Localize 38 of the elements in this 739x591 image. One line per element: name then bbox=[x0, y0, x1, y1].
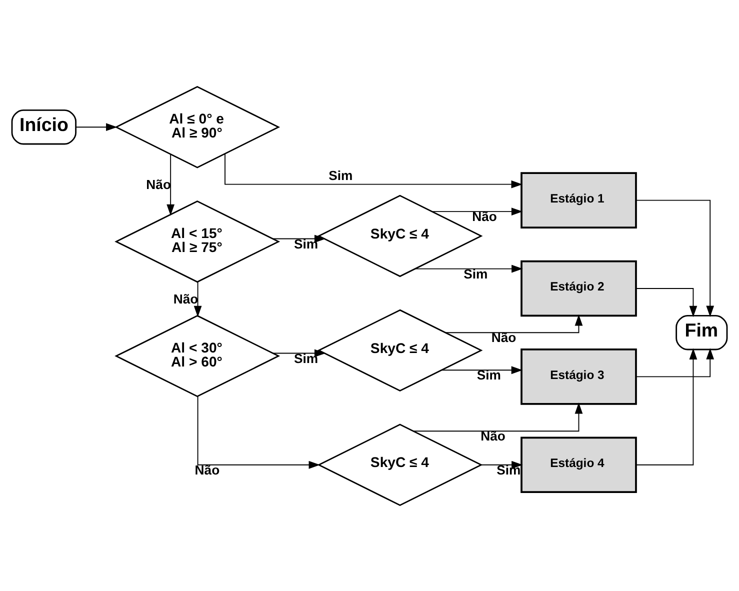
edge-label: Não bbox=[194, 462, 220, 477]
arrow bbox=[480, 460, 523, 468]
edge-label: Não bbox=[480, 428, 506, 444]
node-diamond: Al ≤ 0° e Al ≥ 90° bbox=[114, 85, 280, 168]
arrow bbox=[194, 280, 202, 317]
edge-label: Sim bbox=[294, 236, 318, 251]
edge-label: Sim bbox=[464, 266, 488, 281]
arrow bbox=[441, 366, 523, 374]
edge-label: Não bbox=[472, 208, 497, 224]
arrow bbox=[445, 314, 583, 333]
node-diamond: SkyC ≤ 4 bbox=[317, 423, 483, 506]
node-box: Estágio 2 bbox=[520, 260, 637, 316]
node-diamond: Al < 15° Al ≥ 75° bbox=[114, 200, 280, 282]
node-box: Estágio 3 bbox=[520, 348, 637, 404]
arrow bbox=[636, 348, 714, 377]
arrow bbox=[272, 234, 326, 242]
node-diamond: Al < 30° Al > 60° bbox=[114, 314, 280, 397]
node-box: Estágio 1 bbox=[520, 172, 637, 228]
edge-label: Sim bbox=[294, 350, 318, 366]
node-box: Fim bbox=[676, 314, 728, 350]
edge-label: Não bbox=[173, 291, 198, 306]
edge-label: Sim bbox=[328, 167, 353, 182]
arrow bbox=[636, 348, 698, 465]
arrow bbox=[166, 153, 175, 216]
edge-label: Não bbox=[491, 330, 516, 345]
arrow bbox=[636, 288, 698, 317]
arrow bbox=[197, 395, 320, 468]
node-box: Início bbox=[11, 109, 76, 144]
arrow bbox=[272, 348, 326, 357]
arrow bbox=[224, 152, 523, 188]
arrow bbox=[412, 402, 583, 432]
arrow bbox=[414, 264, 523, 272]
arrow bbox=[76, 122, 118, 131]
arrow bbox=[636, 199, 714, 316]
arrow bbox=[432, 207, 523, 215]
edge-label: Sim bbox=[476, 367, 501, 382]
edge-label: Sim bbox=[496, 462, 521, 477]
node-box: Estágio 4 bbox=[520, 436, 637, 493]
